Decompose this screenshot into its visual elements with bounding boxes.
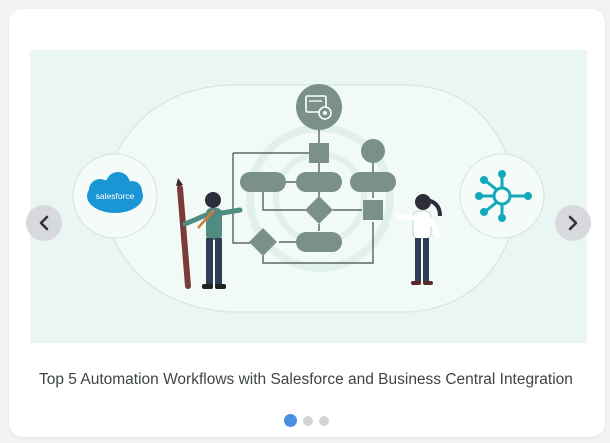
chevron-left-icon — [39, 215, 49, 231]
salesforce-logo: salesforce — [72, 153, 158, 239]
man-with-pencil-figure — [176, 178, 243, 289]
chevron-right-icon — [568, 215, 578, 231]
carousel-dot-2[interactable] — [303, 415, 313, 426]
integration-hub-icon — [459, 153, 545, 239]
automation-illustration: salesforce — [72, 84, 545, 313]
carousel-prev-button[interactable] — [26, 205, 62, 241]
settings-screen-icon — [296, 84, 342, 130]
carousel-dot-3[interactable] — [319, 415, 329, 426]
flowchart-shapes — [240, 139, 396, 256]
woman-presenting-figure — [395, 194, 442, 285]
carousel-dot-1[interactable] — [284, 414, 297, 427]
salesforce-logo-text: salesforce — [96, 191, 135, 201]
banner-illustration: salesforce — [30, 50, 587, 343]
carousel-pagination — [284, 414, 329, 427]
carousel-next-button[interactable] — [555, 205, 591, 241]
card-title-link[interactable]: Top 5 Automation Workflows with Salesfor… — [39, 371, 573, 388]
